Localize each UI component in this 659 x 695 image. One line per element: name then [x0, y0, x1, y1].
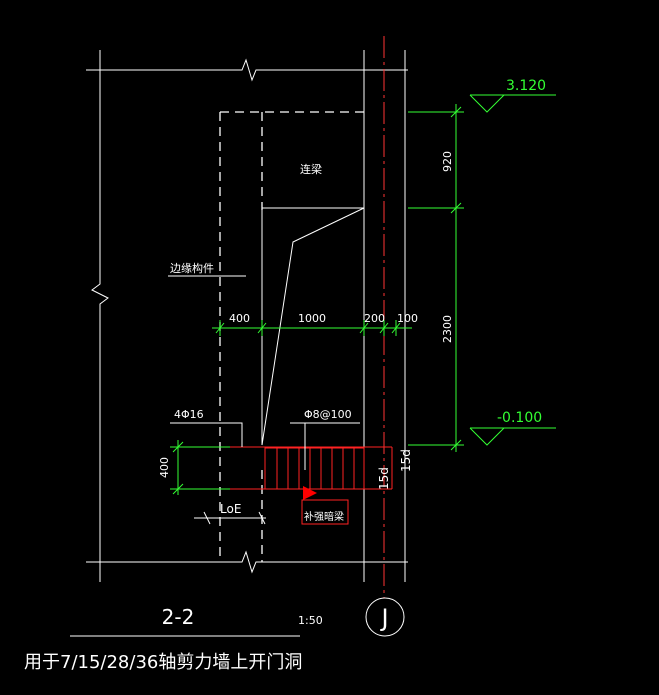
dim-400-h-text: 400	[229, 312, 250, 325]
section-title: 2-2	[162, 605, 195, 629]
leader-lines	[168, 275, 360, 525]
dashed-members	[219, 111, 364, 562]
dim-2300-text: 2300	[441, 315, 454, 343]
elevation-top-text: 3.120	[506, 78, 546, 94]
door-opening	[261, 207, 365, 446]
dim-920-text: 920	[441, 151, 454, 172]
scale-text: 1:50	[298, 614, 323, 627]
beam-tag-label: 补强暗梁	[304, 510, 344, 523]
dim-400-v-text: 400	[158, 457, 171, 478]
edge-member-label: 边缘构件	[170, 261, 214, 275]
dim-chain-vertical	[408, 94, 556, 452]
usage-note: 用于7/15/28/36轴剪力墙上开门洞	[24, 652, 302, 673]
dim-200-text: 200	[364, 312, 385, 325]
dim-400-vertical	[170, 440, 230, 495]
dim-1000-text: 1000	[298, 312, 326, 325]
dim-15d-b: 15d	[399, 449, 413, 472]
anchorage-label: LoE	[220, 502, 241, 516]
axis-label: J	[379, 604, 388, 632]
axis-bubble	[365, 597, 405, 637]
dim-15d-a: 15d	[377, 467, 391, 490]
dim-100-text: 100	[397, 312, 418, 325]
rebar-top-label: 4Φ16	[174, 408, 204, 421]
beam-label: 连梁	[300, 162, 322, 176]
wall-outline	[86, 50, 408, 582]
stirrup-label: Φ8@100	[304, 408, 352, 421]
dim-chain-horizontal	[212, 320, 412, 336]
beam-marker-icon	[303, 486, 317, 500]
elevation-bottom-text: -0.100	[497, 410, 542, 426]
reinforcement-beam	[200, 446, 393, 525]
